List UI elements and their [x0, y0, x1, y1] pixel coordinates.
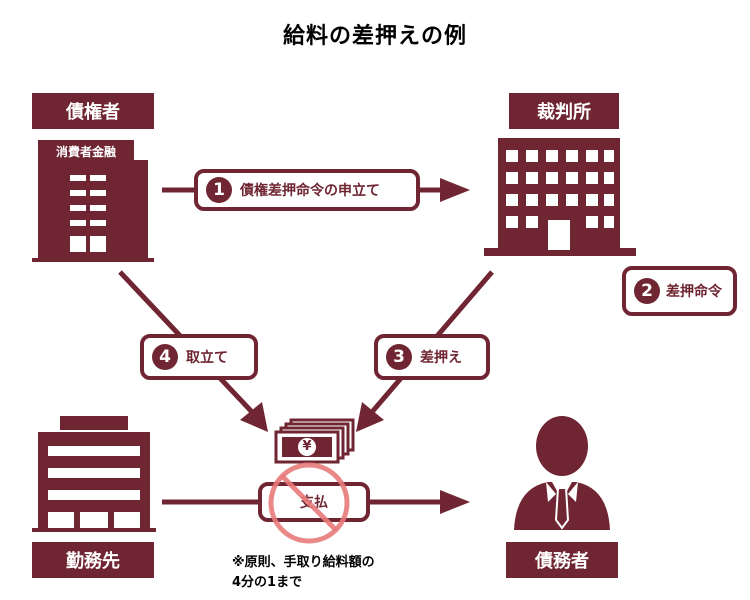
consumer-finance-label: 消費者金融 — [38, 140, 134, 162]
creditor-building-icon — [32, 160, 154, 262]
money-stack-icon — [274, 418, 355, 464]
debtor-person-icon — [514, 416, 610, 530]
step-3-text: 差押え — [420, 350, 462, 366]
step-1-text: 債権差押命令の申立て — [240, 183, 380, 199]
payment-box: 支払 — [258, 482, 370, 522]
court-label: 裁判所 — [509, 93, 619, 129]
note-text: ※原則、手取り給料額の 4分の1まで — [232, 553, 432, 593]
note-line-1: ※原則、手取り給料額の — [232, 555, 375, 570]
step-3-pill: 3 差押え — [374, 334, 490, 380]
step-4-text: 取立て — [186, 350, 228, 366]
employer-label: 勤務先 — [32, 542, 154, 578]
step-2-number: 2 — [634, 278, 660, 304]
step-4-pill: 4 取立て — [140, 334, 258, 380]
step-1-number: 1 — [206, 177, 232, 203]
yen-icon: ¥ — [302, 439, 312, 454]
employer-building-icon — [32, 416, 156, 532]
step-4-number: 4 — [152, 344, 178, 370]
debtor-label: 債務者 — [506, 542, 618, 578]
step-2-text: 差押命令 — [666, 284, 722, 300]
step-3-number: 3 — [386, 344, 412, 370]
step-2-pill: 2 差押命令 — [622, 266, 737, 316]
note-line-2: 4分の1まで — [232, 575, 303, 590]
page-title: 給料の差押えの例 — [282, 24, 467, 49]
creditor-label: 債権者 — [32, 93, 154, 129]
step-1-pill: 1 債権差押命令の申立て — [194, 169, 420, 211]
court-building-icon — [484, 138, 636, 256]
payment-label: 支払 — [300, 495, 328, 511]
